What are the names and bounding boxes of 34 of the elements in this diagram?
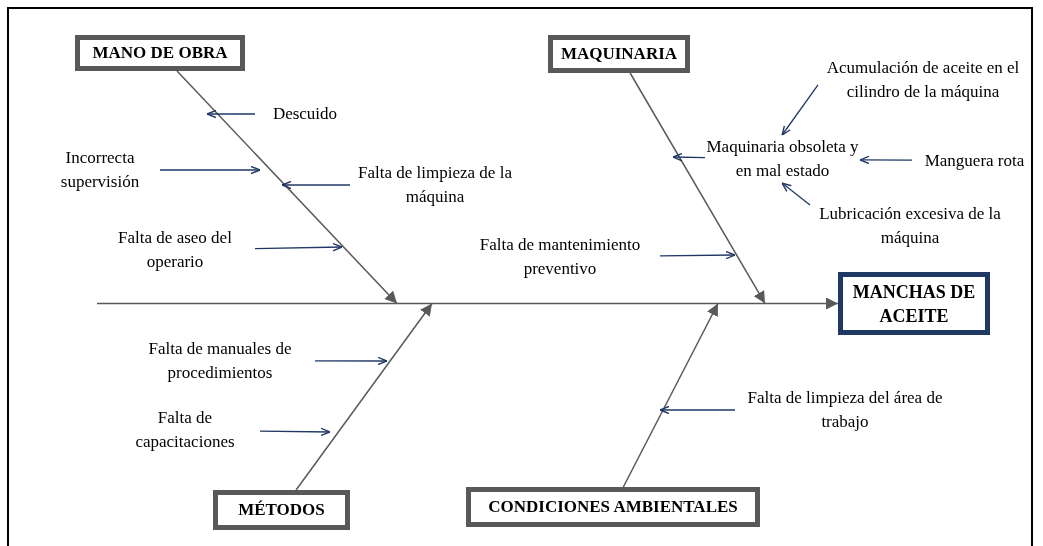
cause-label: Falta de mantenimiento preventivo	[460, 232, 660, 282]
arrow	[781, 84, 819, 136]
cause-label: Acumulación de aceite en el cilindro de la máquina	[818, 40, 1028, 120]
cause-label: Manguera rota	[912, 148, 1037, 173]
cause-label: Maquinaria obsoleta y en mal estado	[705, 135, 860, 183]
cause-label: Falta de capacitaciones	[110, 405, 260, 455]
bone-arrow	[629, 72, 766, 305]
cause-label: Falta de limpieza de la máquina	[350, 160, 520, 210]
arrow	[206, 109, 256, 119]
arrow	[159, 165, 261, 175]
arrow	[259, 427, 331, 437]
category-box: MANO DE OBRA	[75, 35, 245, 71]
cause-label: Falta de limpieza del área de trabajo	[735, 385, 955, 435]
cause-label: Falta de aseo del operario	[95, 225, 255, 275]
cause-label: Descuido	[255, 100, 355, 128]
effect-box: MANCHAS DE ACEITE	[838, 272, 990, 335]
cause-label: Falta de manuales de procedimientos	[125, 333, 315, 388]
cause-label: Incorrecta supervisión	[40, 145, 160, 195]
arrow	[281, 180, 351, 190]
bone-arrow	[622, 302, 719, 488]
arrow	[314, 356, 388, 366]
cause-label: Lubricación excesiva de la máquina	[805, 198, 1015, 253]
category-box: MAQUINARIA	[548, 35, 690, 73]
arrow	[254, 242, 343, 252]
arrow	[672, 152, 706, 162]
arrow	[659, 250, 736, 260]
bone-arrow	[176, 70, 398, 305]
arrow	[659, 405, 736, 415]
category-box: CONDICIONES AMBIENTALES	[466, 487, 760, 527]
bone-arrow	[295, 302, 433, 491]
arrow	[859, 155, 913, 165]
spine-arrow	[96, 297, 839, 310]
arrow	[781, 182, 811, 206]
category-box: MÉTODOS	[213, 490, 350, 530]
